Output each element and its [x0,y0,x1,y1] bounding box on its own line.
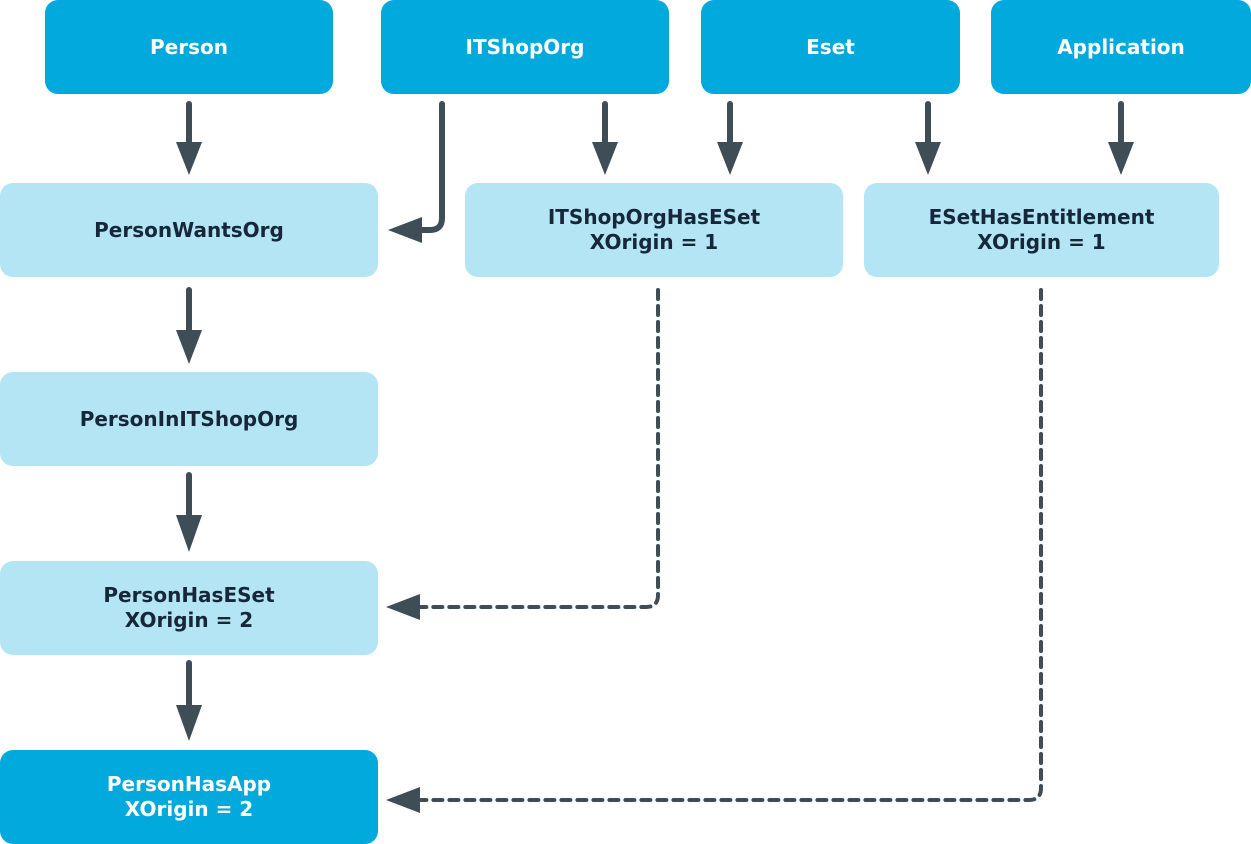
node-person-in-itshoporg: PersonInITShopOrg [0,372,378,466]
arrowhead-left [386,594,420,620]
node-label: ITShopOrg [465,34,585,59]
arrowhead-down [915,142,941,175]
node-application: Application [991,0,1251,94]
node-person-has-app: PersonHasApp XOrigin = 2 [0,750,378,844]
dashed-esethasentitlement-to-personhasapp [416,288,1043,802]
arrowhead-down [176,330,202,364]
arrowhead-down [176,515,202,552]
arrowhead-left [386,787,420,813]
node-label: Application [1057,34,1185,59]
dashed-itshoporghaseset-to-personhaseset [416,288,660,609]
arrowhead-down [592,142,618,175]
node-sublabel: XOrigin = 2 [124,797,254,821]
node-label: PersonWantsOrg [94,217,284,242]
arrowhead-down [717,142,743,175]
node-eset: Eset [701,0,960,94]
node-sublabel: XOrigin = 2 [124,608,254,632]
arrowhead-down [176,142,202,175]
node-person-wants-org: PersonWantsOrg [0,183,378,277]
node-itshoporg-has-eset: ITShopOrgHasESet XOrigin = 1 [465,183,843,277]
node-label: Person [150,34,228,59]
arrowhead-down [1108,142,1134,175]
node-sublabel: XOrigin = 1 [977,230,1106,254]
node-label: PersonHasApp [106,772,272,796]
node-eset-has-entitlement: ESetHasEntitlement XOrigin = 1 [864,183,1219,277]
node-label: Eset [806,34,855,59]
node-label: ITShopOrgHasESet [547,205,761,229]
node-sublabel: XOrigin = 1 [589,230,719,254]
arrowhead-left [388,217,422,243]
node-label: ESetHasEntitlement [928,205,1155,229]
node-person: Person [45,0,333,94]
node-label: PersonInITShopOrg [79,406,299,431]
arrow-itshoporg-to-wantsorg [415,101,445,233]
node-person-has-eset: PersonHasESet XOrigin = 2 [0,561,378,655]
node-label: PersonHasESet [103,583,275,607]
arrowhead-down [176,705,202,741]
node-itshoporg: ITShopOrg [381,0,669,94]
